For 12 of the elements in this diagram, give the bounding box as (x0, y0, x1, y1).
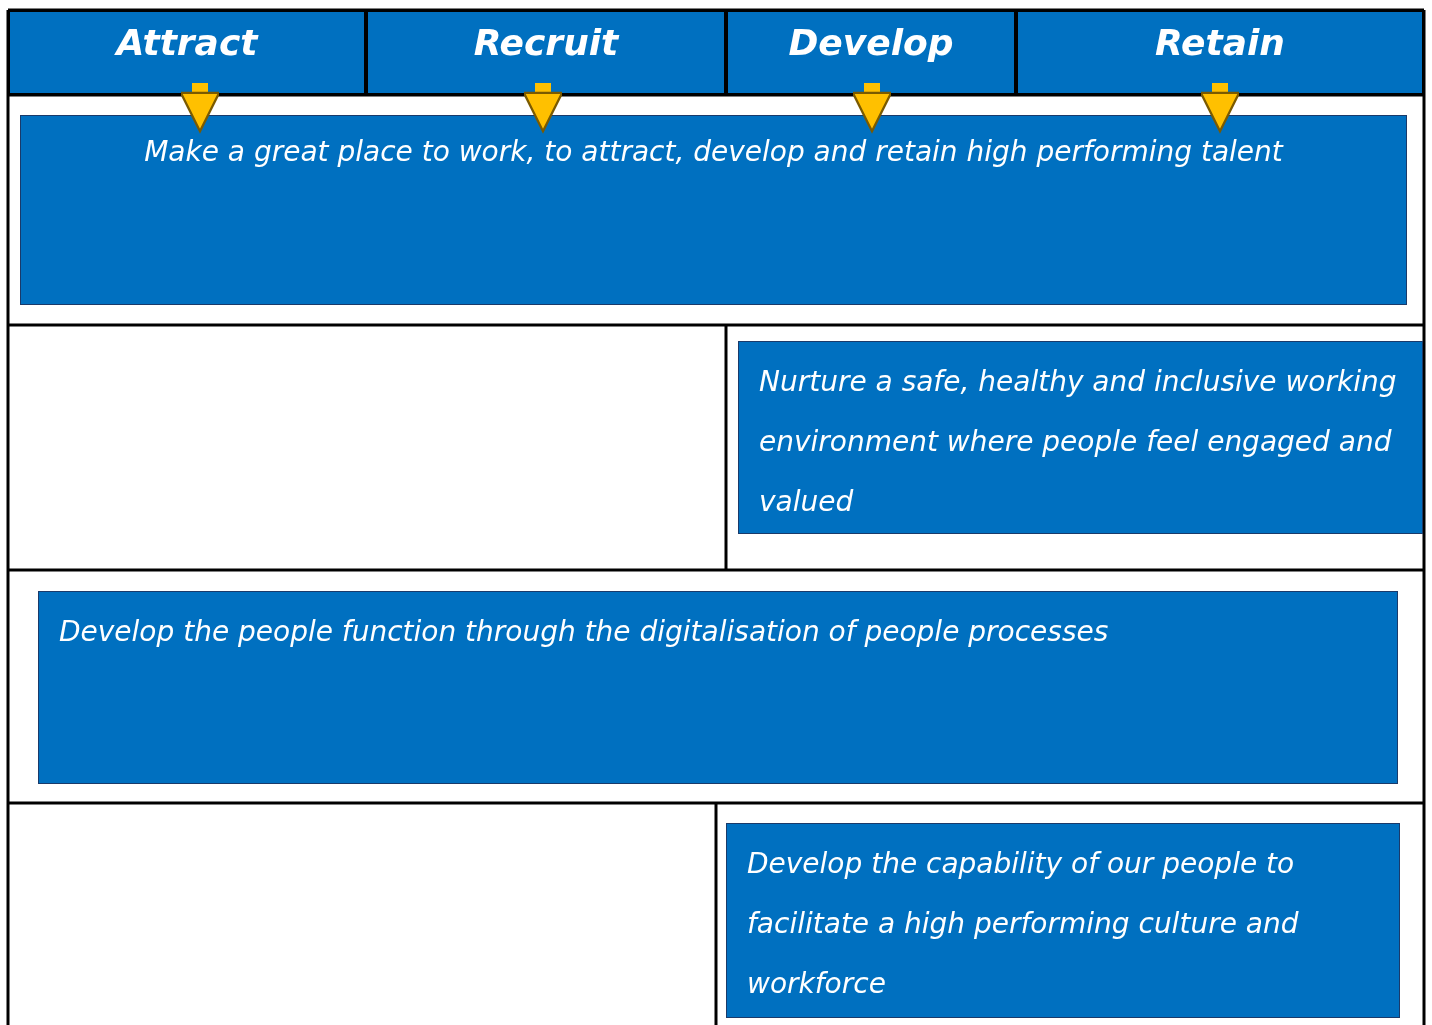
objective-box: Develop the capability of our people to facilitate a high performing culture and workforce (726, 823, 1400, 1018)
objective-box: Develop the people function through the digitalisation of people processes (38, 591, 1398, 784)
arrow (179, 83, 221, 133)
column-header: Recruit (366, 10, 726, 95)
objective-box: Make a great place to work, to attract, develop and retain high performing talent (20, 115, 1407, 305)
arrow (851, 83, 893, 133)
arrow (1199, 83, 1241, 133)
arrow (522, 83, 564, 133)
column-header: Attract (8, 10, 366, 95)
objective-box: Nurture a safe, healthy and inclusive working environment where people feel engaged and valued (738, 341, 1423, 534)
column-header: Retain (1016, 10, 1424, 95)
column-header: Develop (726, 10, 1016, 95)
